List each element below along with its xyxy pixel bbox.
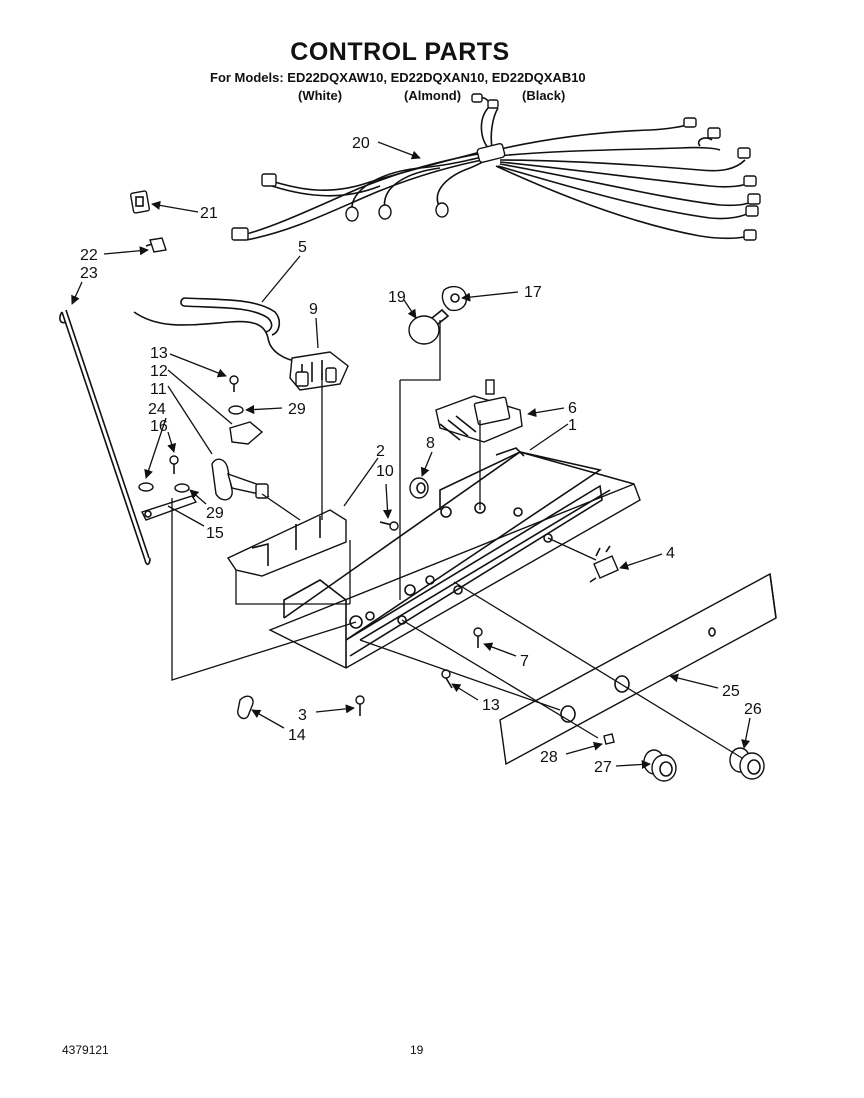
callout-12: 12 [150,363,168,380]
models-line: For Models: ED22DQXAW10, ED22DQXAN10, ED… [210,70,586,85]
finish-black: (Black) [522,88,566,103]
cam-part-12 [229,421,264,445]
callout-13-upper: 13 [150,345,168,362]
leader-lines [71,141,751,770]
callout-15: 15 [206,525,224,542]
control-console-25 [499,572,777,766]
grommet-8 [409,477,429,499]
screw-10 [379,521,399,531]
callout-29-upper: 29 [288,401,306,418]
callout-7: 7 [520,653,529,670]
thermostat-shaft-11 [211,458,270,501]
callout-28: 28 [540,749,558,766]
screw-13-upper [229,375,239,392]
callout-10: 10 [376,463,394,480]
light-bulb-19 [408,308,450,345]
part-number: 4379121 [62,1043,109,1057]
callout-26: 26 [744,701,762,718]
screw-16 [169,455,179,474]
callout-4: 4 [666,545,675,562]
mounting-bracket-2 [226,509,347,577]
finish-almond: (Almond) [404,88,462,103]
control-rod-23 [59,309,151,566]
callout-24: 24 [148,401,166,418]
callout-21: 21 [200,205,218,222]
callout-14: 14 [288,727,306,744]
lamp-socket-17 [441,285,467,312]
callout-11: 11 [150,381,167,398]
wiring-harness [231,93,761,241]
callout-9: 9 [309,301,318,318]
clip-part-21 [130,190,150,214]
callout-1: 1 [568,417,577,434]
callout-2: 2 [376,443,385,460]
damper-control-9 [289,351,349,391]
callout-5: 5 [298,239,307,256]
spacer-28 [603,733,615,745]
control-housing-1 [268,447,641,669]
washer-24 [138,482,154,492]
knob-26 [729,747,765,780]
assembly-lines [171,320,743,759]
callout-13-lower: 13 [482,697,500,714]
callout-22: 22 [80,247,98,264]
callout-17: 17 [524,284,542,301]
page-title: CONTROL PARTS [290,38,510,66]
knob-27 [643,749,677,782]
switch-4 [589,545,619,583]
callout-25: 25 [722,683,740,700]
callout-29-lower: 29 [206,505,224,522]
washer-29-lower [174,483,190,493]
finish-white: (White) [298,88,343,103]
page-number: 19 [410,1043,424,1057]
temperature-control-6 [435,379,523,443]
clip-part-22 [145,237,167,253]
callout-8: 8 [426,435,435,452]
callout-27: 27 [594,759,612,776]
washer-29-upper [228,405,244,415]
screw-13-lower [441,669,453,689]
lever-15 [141,495,198,521]
callout-16: 16 [150,418,168,435]
air-tube-5 [133,297,301,363]
screw-3 [355,695,365,716]
callout-3: 3 [298,707,307,724]
callout-20: 20 [352,135,370,152]
clip-14 [236,695,254,720]
screw-7 [473,627,483,648]
callout-6: 6 [568,400,577,417]
callout-19: 19 [388,289,406,306]
callout-labels: 20 21 22 23 5 9 19 17 13 12 11 29 24 16 … [80,135,762,776]
callout-23: 23 [80,265,98,282]
